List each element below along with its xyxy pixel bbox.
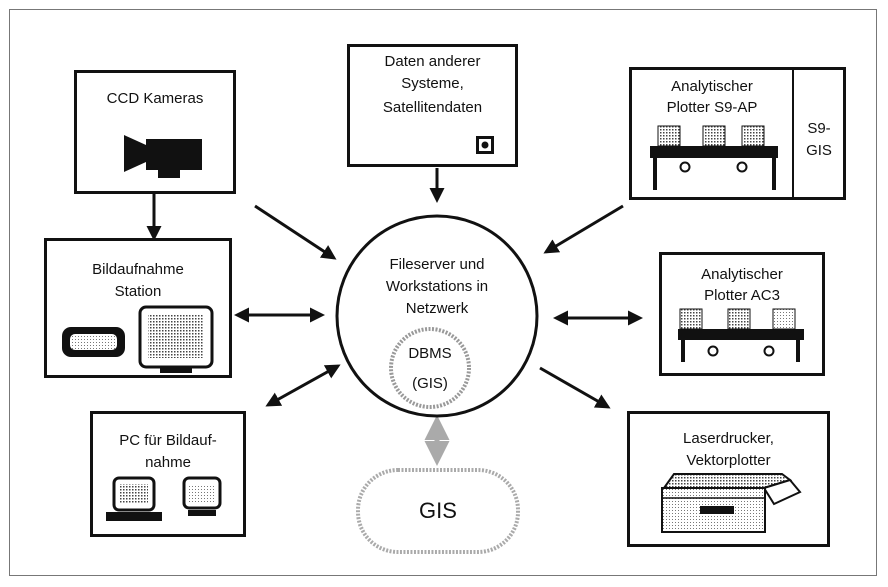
label-bildaufnahme-line1: Bildaufnahme (92, 261, 184, 278)
label-gis: GIS (419, 498, 457, 523)
label-pc-line1: PC für Bildauf- (119, 432, 217, 449)
label-laser-line1: Laserdrucker, (683, 430, 774, 447)
satellite-data-icon-front (476, 136, 494, 154)
label-s9gis-line1: S9- (807, 120, 831, 137)
arrow-center-to-laser (539, 366, 611, 409)
dbms-circle (389, 327, 471, 409)
label-center-line2: Workstations in (385, 278, 489, 295)
label-pc-line2: nahme (145, 454, 191, 471)
label-daten-line3: Satellitendaten (382, 99, 483, 116)
image-capture-icons-front (62, 305, 214, 373)
plotter-ac3-icon-front (678, 308, 804, 362)
laser-printer-icon-front (661, 473, 802, 533)
camera-icon-front (124, 135, 202, 178)
label-ccd-kameras: CCD Kameras (106, 90, 204, 107)
label-daten-line1: Daten anderer (384, 53, 481, 70)
label-dbms-line1: DBMS (408, 345, 452, 362)
box-ccd-kameras (74, 70, 236, 194)
label-plotter-ac3-line1: Analytischer (701, 266, 783, 283)
label-dbms-line2: (GIS) (412, 375, 448, 392)
arrow-pc-center (265, 364, 341, 407)
pc-icons-front (106, 476, 222, 521)
label-plotter-ac3-line2: Plotter AC3 (704, 287, 780, 304)
label-bildaufnahme-line2: Station (114, 283, 162, 300)
outer-frame (9, 9, 877, 576)
label-center-line3: Netzwerk (405, 300, 469, 317)
arrow-plotter-s9-to-center (543, 204, 624, 254)
label-plotter-s9-line1: Analytischer (671, 78, 753, 95)
label-s9gis-line2: GIS (806, 142, 832, 159)
gis-box (356, 468, 520, 554)
label-center-line1: Fileserver und (389, 256, 485, 273)
label-laser-line2: Vektorplotter (686, 452, 771, 469)
label-daten-line2: Systeme, (401, 75, 464, 92)
center-circle (335, 214, 539, 418)
plotter-s9-icon-front (650, 125, 778, 190)
arrow-ccd-to-center (254, 204, 337, 260)
label-plotter-s9-line2: Plotter S9-AP (666, 99, 758, 116)
